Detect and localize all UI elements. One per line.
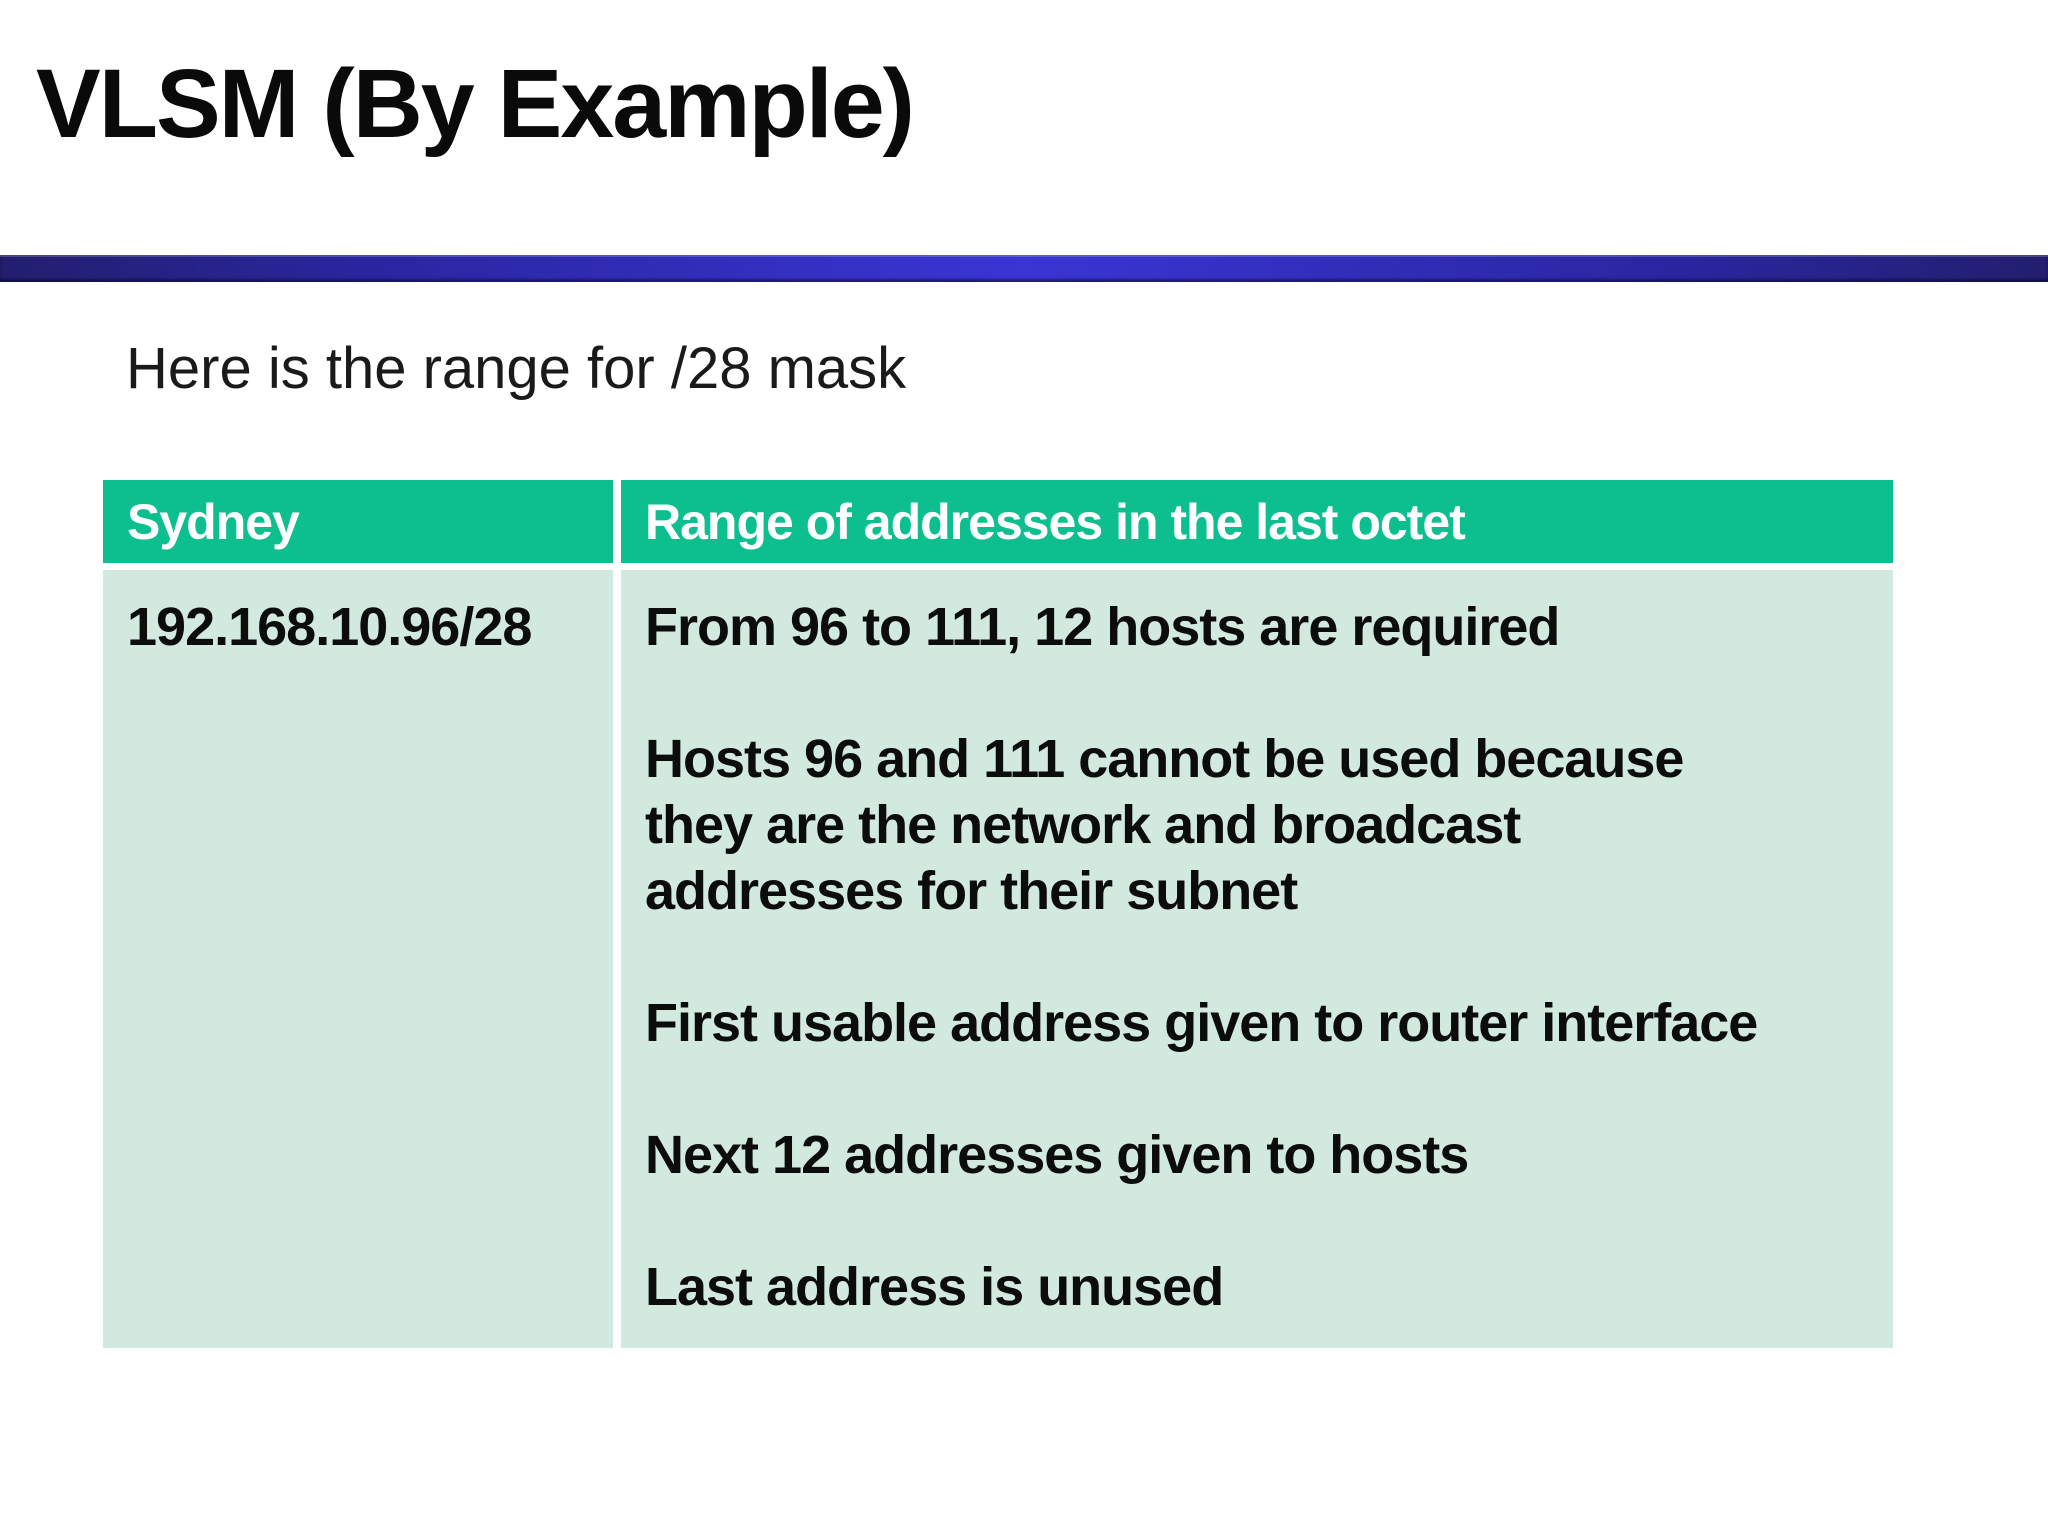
table-header-location: Sydney (103, 480, 613, 563)
title-divider-bar (0, 255, 2048, 282)
detail-line: From 96 to 111, 12 hosts are required (645, 597, 1560, 657)
detail-paragraph: Hosts 96 and 111 cannot be used because … (645, 726, 1869, 924)
table-cell-details: From 96 to 111, 12 hosts are required Ho… (621, 570, 1893, 1348)
table-cell-network: 192.168.10.96/28 (103, 570, 613, 1348)
detail-line: addresses for their subnet (645, 861, 1298, 921)
table-header-range: Range of addresses in the last octet (621, 480, 1893, 563)
detail-paragraph: First usable address given to router int… (645, 990, 1869, 1056)
vlsm-range-table: Sydney Range of addresses in the last oc… (103, 480, 1893, 1348)
detail-paragraph: Next 12 addresses given to hosts (645, 1122, 1869, 1188)
detail-line: they are the network and broadcast (645, 795, 1521, 855)
detail-paragraph: Last address is unused (645, 1254, 1869, 1320)
detail-paragraph: From 96 to 111, 12 hosts are required (645, 594, 1869, 660)
network-address: 192.168.10.96/28 (127, 597, 532, 657)
detail-line: Last address is unused (645, 1257, 1224, 1317)
detail-line: Next 12 addresses given to hosts (645, 1125, 1469, 1185)
detail-line: Hosts 96 and 111 cannot be used because (645, 729, 1684, 789)
detail-line: First usable address given to router int… (645, 993, 1758, 1053)
subtitle: Here is the range for /28 mask (126, 336, 907, 401)
page-title: VLSM (By Example) (36, 49, 915, 158)
